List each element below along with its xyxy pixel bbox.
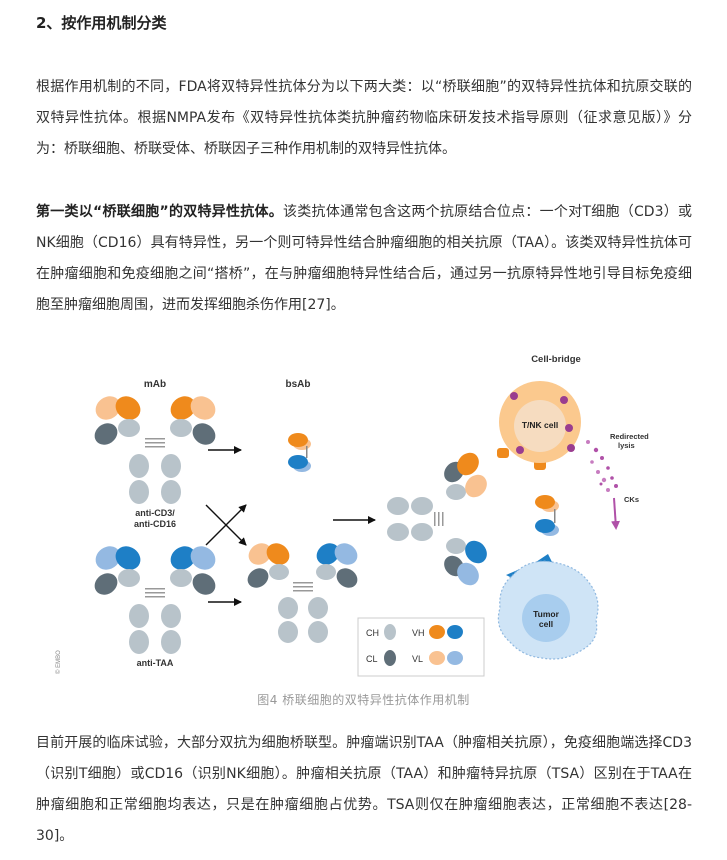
paragraph-clinical: 目前开展的临床试验，大部分双抗为细胞桥联型。肿瘤端识别TAA（肿瘤相关抗原），免… <box>36 735 692 844</box>
label-anti-cd3: anti-CD3/ <box>135 508 175 518</box>
label-redirected: Redirected <box>610 432 649 441</box>
label-tumor-cell: cell <box>539 619 553 629</box>
tnk-cell-icon <box>497 381 581 470</box>
legend-vl: VL <box>412 654 423 664</box>
mechanism-figure: mAb anti-CD3/ anti-CD16 anti-TAA © EMBO … <box>55 354 649 677</box>
legend-vh: VH <box>412 628 425 638</box>
paragraph-body: 该类抗体通常包含这两个抗原结合位点：一个对T细胞（CD3）或NK细胞（CD16）… <box>36 204 693 313</box>
figure-caption: 图4 桥联细胞的双特异性抗体作用机制 <box>257 693 470 707</box>
bsab-fragment-icon <box>288 433 311 472</box>
legend-ch: CH <box>366 628 379 638</box>
label-anti-taa: anti-TAA <box>137 658 174 668</box>
label-cell-bridge: Cell-bridge <box>531 354 581 365</box>
mab-anti-taa-icon <box>94 546 216 654</box>
legend-cl: CL <box>366 654 378 664</box>
bsab-igg-icon <box>247 543 358 643</box>
section-title: 2、按作用机制分类 <box>36 14 167 32</box>
watermark-embo: © EMBO <box>55 650 62 674</box>
lysis-arrow-icon <box>611 497 621 530</box>
label-anti-cd16: anti-CD16 <box>134 519 176 529</box>
paragraph-lead-bold: 第一类以“桥联细胞”的双特异性抗体。 <box>36 204 284 220</box>
paragraph-intro: 根据作用机制的不同，FDA将双特异性抗体分为以下两大类：以“桥联细胞”的双特异性… <box>36 79 692 157</box>
label-bsab: bsAb <box>286 379 311 390</box>
label-tnk-cell: T/NK cell <box>522 420 558 430</box>
legend <box>357 617 485 677</box>
arrow-cross-2 <box>205 504 247 546</box>
tumor-cell-icon <box>497 554 599 660</box>
label-lysis: lysis <box>618 441 635 450</box>
bsab-bound-fragment-icon <box>535 495 559 536</box>
label-cks: CKs <box>624 495 639 504</box>
paragraph-cell-bridge: 第一类以“桥联细胞”的双特异性抗体。该类抗体通常包含这两个抗原结合位点：一个对T… <box>36 197 692 321</box>
label-mab: mAb <box>144 379 166 390</box>
lysis-dots-icon <box>586 440 618 492</box>
mab-anti-cd3-icon <box>94 396 216 504</box>
label-tumor: Tumor <box>533 609 560 619</box>
bsab-sideways-icon <box>387 452 487 586</box>
